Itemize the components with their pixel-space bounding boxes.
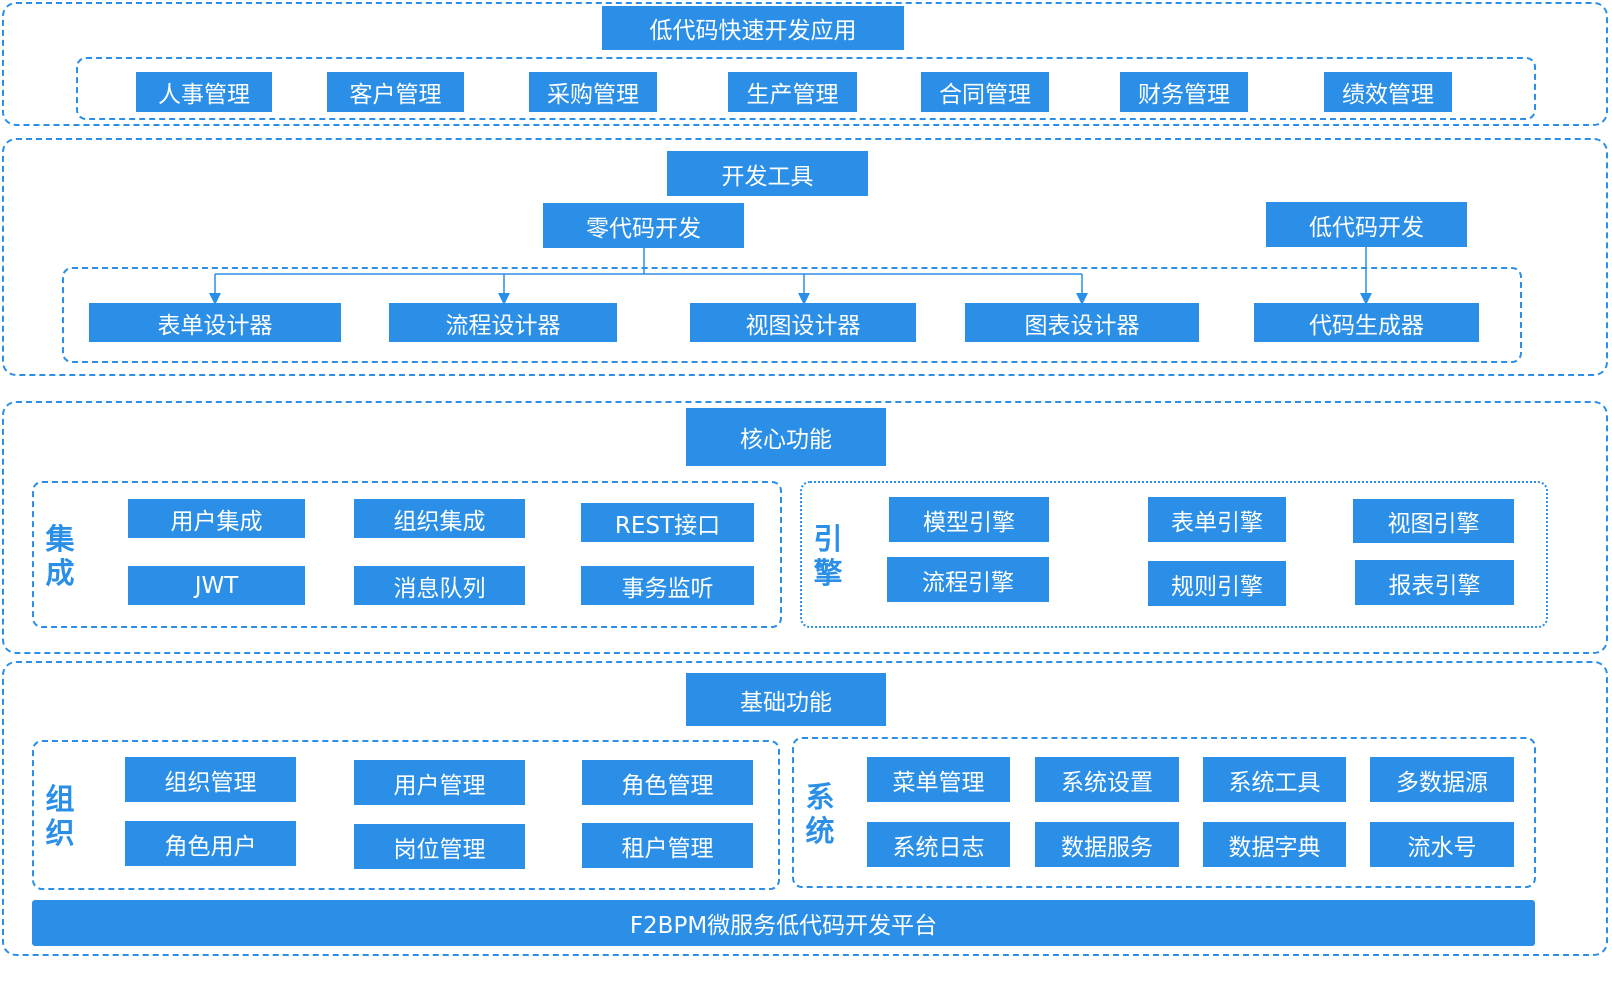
- platform-bar[interactable]: F2BPM微服务低代码开发平台: [32, 900, 1535, 946]
- app-layer-panel: [2, 2, 1608, 126]
- organization-group: [32, 740, 780, 890]
- multi-datasource[interactable]: 多数据源: [1370, 757, 1514, 802]
- system-label: 系统: [805, 780, 835, 848]
- engine-form[interactable]: 表单引擎: [1148, 497, 1286, 542]
- organization-label: 组织: [45, 782, 75, 850]
- module-hr[interactable]: 人事管理: [136, 72, 272, 112]
- user-management[interactable]: 用户管理: [354, 760, 525, 805]
- engine-flow[interactable]: 流程引擎: [887, 557, 1049, 602]
- low-code-dev[interactable]: 低代码开发: [1266, 202, 1467, 247]
- core-panel: [2, 401, 1608, 654]
- integration-rest[interactable]: REST接口: [581, 503, 754, 542]
- module-performance[interactable]: 绩效管理: [1324, 72, 1452, 112]
- app-modules-group: [76, 57, 1536, 120]
- role-users[interactable]: 角色用户: [125, 821, 296, 866]
- module-customer[interactable]: 客户管理: [327, 72, 464, 112]
- zero-code-dev[interactable]: 零代码开发: [543, 203, 744, 248]
- engine-rule[interactable]: 规则引擎: [1148, 561, 1286, 606]
- integration-group: [32, 481, 782, 628]
- data-dictionary[interactable]: 数据字典: [1203, 822, 1346, 867]
- engine-view[interactable]: 视图引擎: [1353, 499, 1514, 543]
- core-title[interactable]: 核心功能: [686, 408, 886, 466]
- role-management[interactable]: 角色管理: [582, 760, 753, 805]
- dev-tools-panel: [2, 138, 1608, 376]
- dev-tools-connectors: [209, 247, 1372, 305]
- system-settings[interactable]: 系统设置: [1035, 757, 1179, 802]
- system-log[interactable]: 系统日志: [867, 822, 1010, 867]
- system-group: [792, 737, 1536, 888]
- flow-designer[interactable]: 流程设计器: [389, 303, 617, 342]
- module-contract[interactable]: 合同管理: [921, 72, 1049, 112]
- view-designer[interactable]: 视图设计器: [690, 303, 916, 342]
- engine-model[interactable]: 模型引擎: [889, 497, 1049, 542]
- integration-jwt[interactable]: JWT: [128, 566, 305, 605]
- integration-label: 集成: [45, 522, 75, 590]
- app-layer-title[interactable]: 低代码快速开发应用: [602, 6, 904, 50]
- chart-designer[interactable]: 图表设计器: [965, 303, 1199, 342]
- code-generator[interactable]: 代码生成器: [1254, 303, 1479, 342]
- form-designer[interactable]: 表单设计器: [89, 303, 341, 342]
- module-finance[interactable]: 财务管理: [1120, 72, 1248, 112]
- engine-group: [800, 481, 1548, 628]
- org-management[interactable]: 组织管理: [125, 757, 296, 802]
- module-production[interactable]: 生产管理: [728, 72, 857, 112]
- dev-tools-title[interactable]: 开发工具: [667, 151, 868, 196]
- tenant-management[interactable]: 租户管理: [582, 823, 753, 868]
- serial-number[interactable]: 流水号: [1370, 822, 1514, 867]
- integration-org[interactable]: 组织集成: [354, 499, 525, 538]
- integration-mq[interactable]: 消息队列: [354, 566, 525, 605]
- designers-group: [62, 267, 1522, 363]
- base-panel: [2, 661, 1608, 956]
- base-title[interactable]: 基础功能: [686, 673, 886, 726]
- integration-user[interactable]: 用户集成: [128, 499, 305, 538]
- engine-label: 引擎: [813, 522, 843, 590]
- menu-management[interactable]: 菜单管理: [867, 757, 1010, 802]
- data-service[interactable]: 数据服务: [1035, 822, 1179, 867]
- module-procurement[interactable]: 采购管理: [529, 72, 657, 112]
- system-tools[interactable]: 系统工具: [1203, 757, 1346, 802]
- position-management[interactable]: 岗位管理: [354, 824, 525, 869]
- engine-report[interactable]: 报表引擎: [1355, 560, 1514, 605]
- integration-tx-listener[interactable]: 事务监听: [581, 566, 754, 605]
